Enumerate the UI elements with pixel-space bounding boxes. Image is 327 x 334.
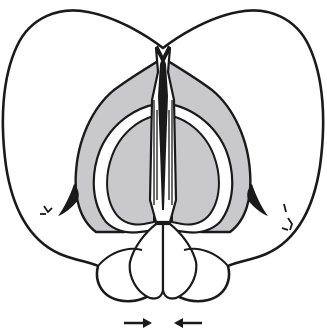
converging-arrows: [124, 318, 202, 328]
